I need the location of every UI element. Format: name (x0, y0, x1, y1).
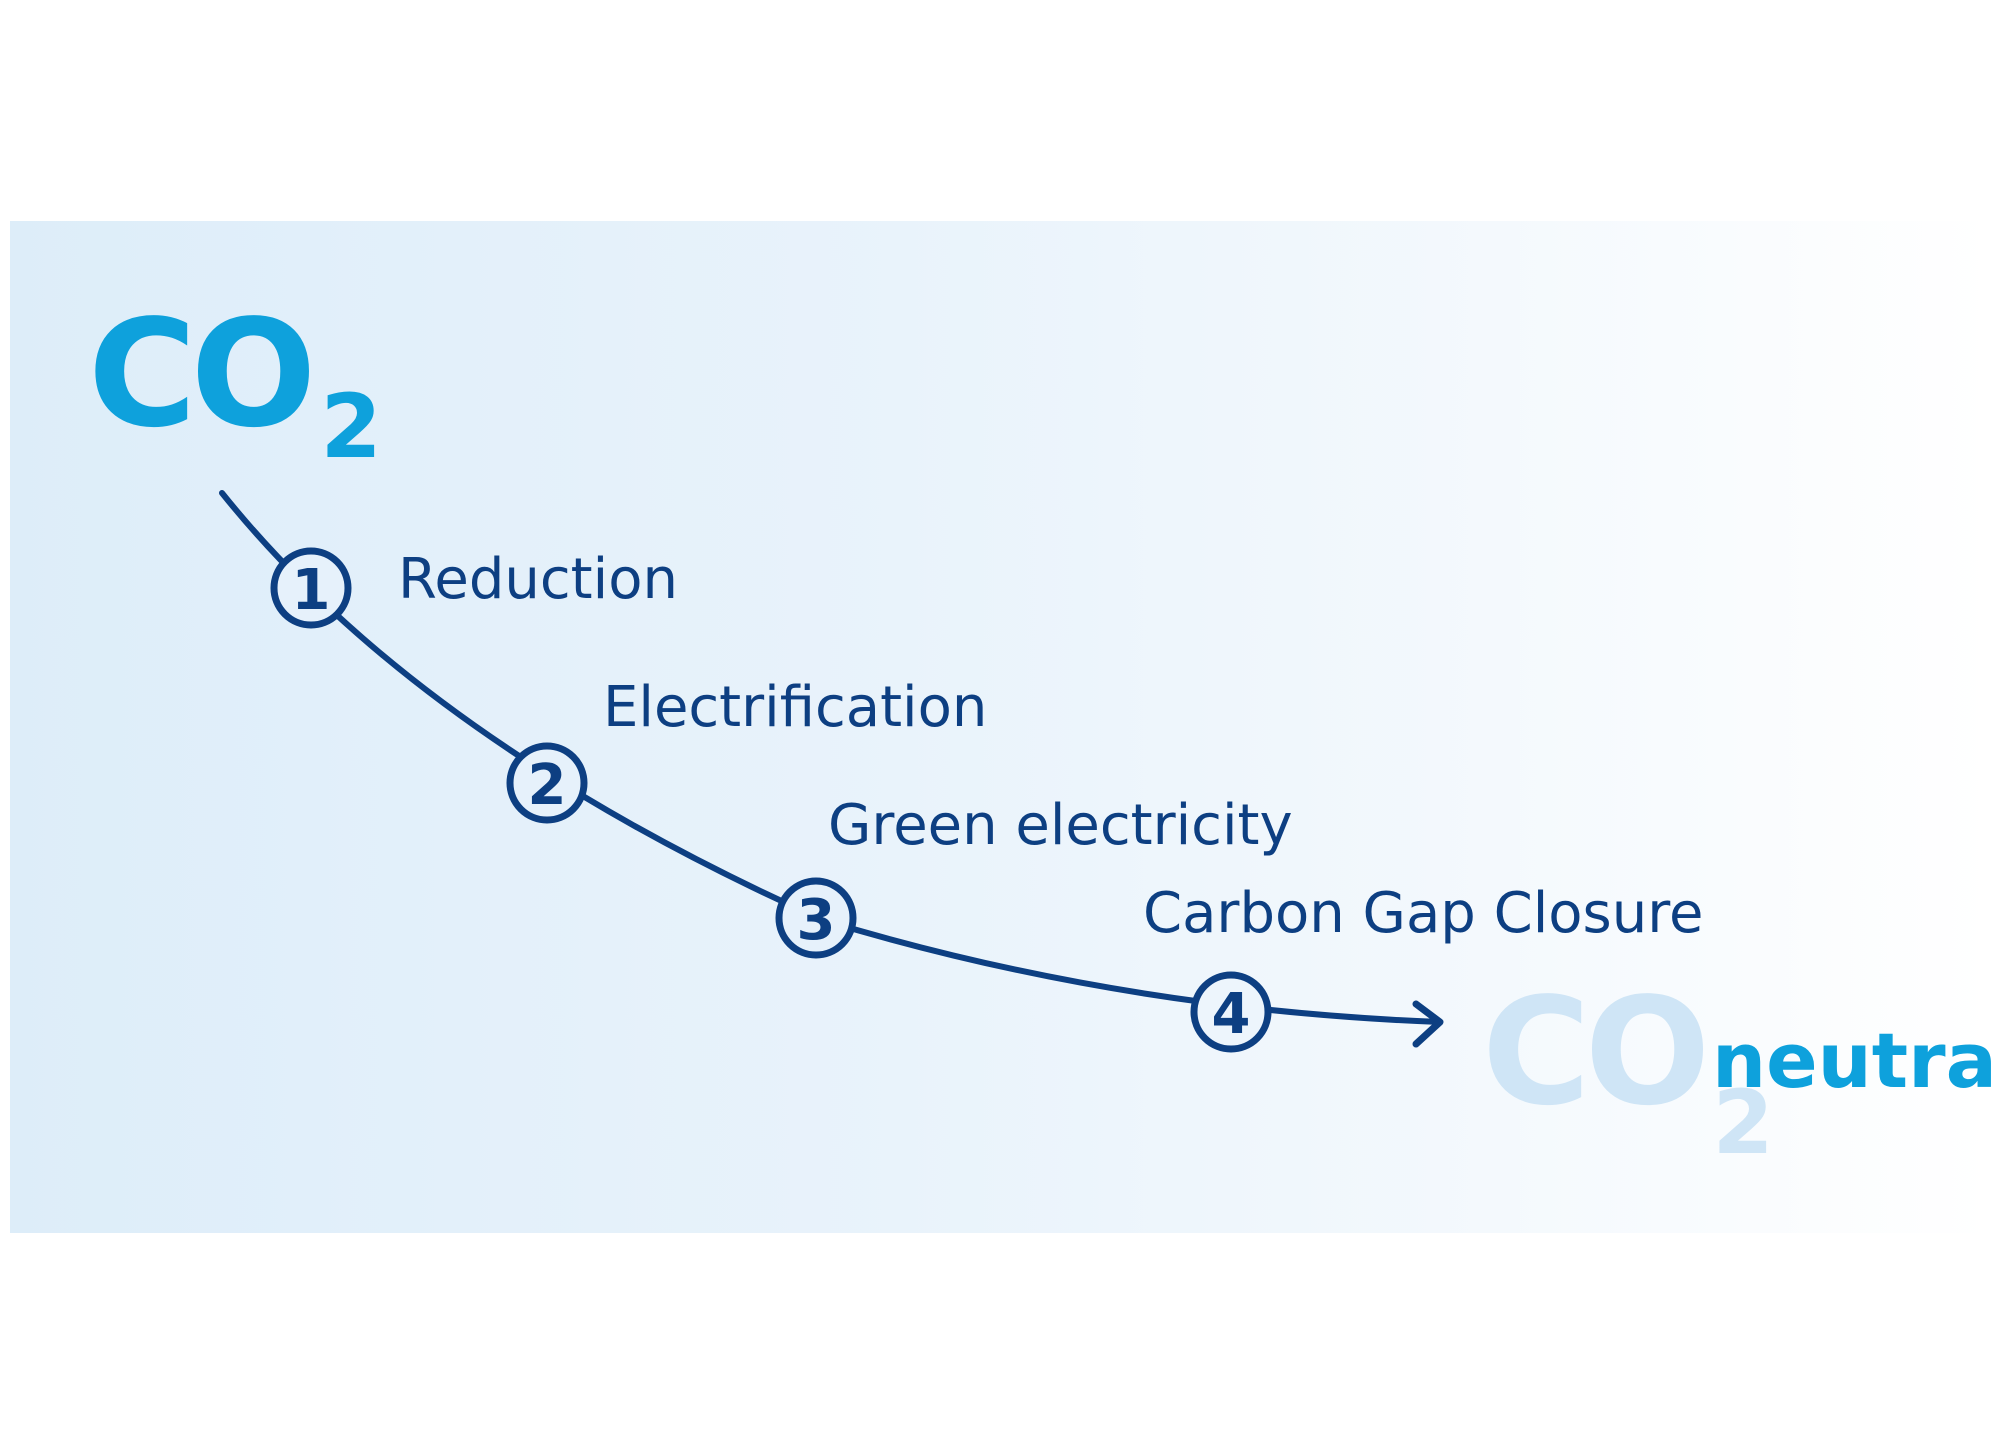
co2-start-main: CO (88, 288, 316, 460)
diagram-panel (10, 221, 1991, 1233)
step-3-label: Green electricity (828, 793, 1293, 858)
step-1-label: Reduction (398, 547, 678, 612)
co2-end-label: CO2 (1482, 978, 1774, 1167)
step-2-number: 2 (528, 753, 567, 818)
step-1-marker: 1 (270, 547, 352, 629)
co2-start-subscript: 2 (320, 375, 382, 478)
step-3-marker: 3 (775, 877, 857, 959)
step-2-label: Electrification (603, 675, 988, 740)
step-2-marker: 2 (506, 742, 588, 824)
step-4-number: 4 (1212, 982, 1251, 1047)
step-3-number: 3 (797, 888, 836, 953)
step-1-number: 1 (292, 558, 331, 623)
neutral-label: neutral (1712, 1016, 1991, 1105)
step-4-label: Carbon Gap Closure (1143, 881, 1704, 946)
step-4-marker: 4 (1190, 971, 1272, 1053)
co2-end-main: CO (1482, 966, 1710, 1138)
co2-end-subscript: 2 (1712, 1071, 1774, 1174)
arrow-head-icon (1412, 1000, 1444, 1048)
